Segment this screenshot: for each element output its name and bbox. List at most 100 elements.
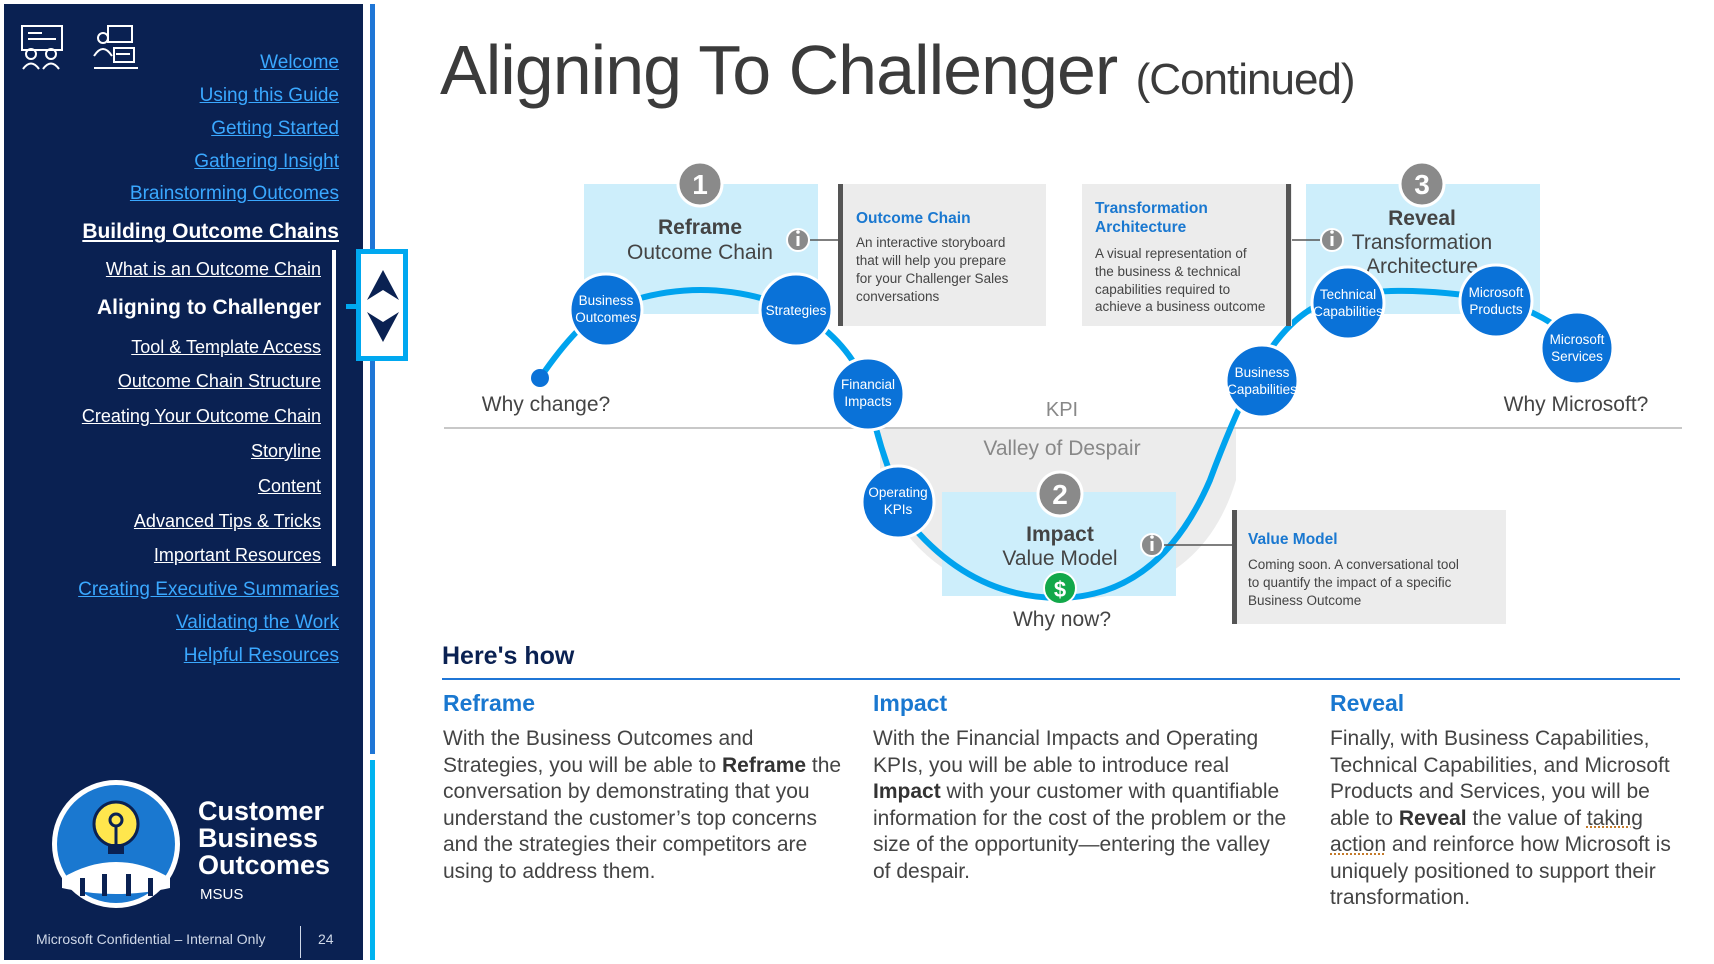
node-technical-capabilities[interactable]: Technical Capabilities (1310, 265, 1386, 341)
info-icon[interactable] (1320, 228, 1344, 252)
svg-text:A visual representation of: A visual representation of (1095, 246, 1247, 261)
presenter-icon[interactable] (92, 24, 140, 72)
svg-text:Strategies: Strategies (766, 303, 827, 318)
svg-text:$: $ (1054, 577, 1066, 602)
reveal-heading: Reveal (1330, 690, 1405, 716)
node-operating-kpis[interactable]: Operating KPIs (860, 464, 936, 540)
svg-text:KPIs: KPIs (884, 502, 913, 517)
nav-gathering-insight[interactable]: Gathering Insight (194, 151, 339, 172)
stage-1-badge (676, 160, 724, 208)
nav-tool-template-access[interactable]: Tool & Template Access (131, 337, 321, 357)
svg-text:conversations: conversations (856, 289, 940, 304)
challenger-diagram: 1 2 3 Reframe Outcome Chain Impact Value… (444, 160, 1682, 631)
outcome-chain-info-box: Outcome Chain An interactive storyboard … (838, 184, 1046, 326)
valley-label: Valley of Despair (983, 437, 1140, 460)
stage-impact-title: Impact (1026, 523, 1094, 546)
svg-text:Business: Business (579, 293, 634, 308)
reframe-body: With the Business Outcomes and Strategie… (443, 727, 842, 883)
svg-text:the business & technical: the business & technical (1095, 264, 1241, 279)
info-icon[interactable] (786, 228, 810, 252)
svg-text:that will help you prepare: that will help you prepare (856, 253, 1006, 268)
logo-subtitle: MSUS (200, 886, 244, 903)
nav-helpful-resources[interactable]: Helpful Resources (183, 645, 339, 666)
sidebar: Welcome Using this Guide Getting Started… (4, 4, 363, 960)
nav-building-outcome-chains[interactable]: Building Outcome Chains (82, 220, 339, 243)
svg-text:Outcomes: Outcomes (575, 310, 637, 325)
svg-text:capabilities required to: capabilities required to (1095, 282, 1230, 297)
page-nav-arrows (356, 249, 408, 361)
heres-how-rule (442, 678, 1680, 680)
nav-creating-executive-summaries[interactable]: Creating Executive Summaries (78, 579, 339, 600)
impact-body: With the Financial Impacts and Operating… (873, 727, 1287, 883)
transformation-architecture-info-box: Transformation Architecture A visual rep… (1082, 184, 1292, 326)
value-model-info-box: Value Model Coming soon. A conversationa… (1232, 510, 1506, 624)
kpi-label: KPI (1046, 399, 1078, 421)
svg-text:Financial: Financial (841, 377, 895, 392)
stage-1-number: 1 (692, 169, 708, 200)
stage-impact-subtitle: Value Model (1002, 547, 1117, 570)
impact-heading: Impact (873, 690, 948, 716)
svg-text:Business: Business (1235, 365, 1290, 380)
title-suffix: (Continued) (1135, 55, 1356, 104)
svg-text:Coming soon. A conversational: Coming soon. A conversational tool (1248, 557, 1459, 572)
nav-creating-outcome-chain[interactable]: Creating Your Outcome Chain (81, 406, 321, 426)
curve-start-dot (531, 369, 549, 387)
reveal-body: Finally, with Business Capabilities, Tec… (1330, 727, 1671, 909)
node-microsoft-products[interactable]: Microsoft Products (1458, 263, 1534, 339)
svg-text:Microsoft: Microsoft (1469, 285, 1524, 300)
meeting-icon[interactable] (20, 24, 64, 70)
stage-reveal-subtitle-2: Architecture (1366, 255, 1478, 278)
why-change-label: Why change? (482, 393, 610, 416)
nav-important-resources[interactable]: Important Resources (153, 545, 321, 565)
nav-connector (346, 304, 358, 309)
stage-2-number: 2 (1052, 479, 1068, 510)
stage-reframe-subtitle: Outcome Chain (627, 241, 773, 264)
chevron-down-icon[interactable] (367, 310, 399, 350)
subnav-indicator (332, 250, 336, 566)
nav-advanced-tips[interactable]: Advanced Tips & Tricks (133, 511, 321, 531)
node-financial-impacts[interactable]: Financial Impacts (830, 356, 906, 432)
svg-text:Capabilities: Capabilities (1227, 382, 1297, 397)
stage-reveal-subtitle-1: Transformation (1352, 231, 1492, 254)
nav-content[interactable]: Content (257, 476, 321, 496)
nav-what-is-outcome-chain[interactable]: What is an Outcome Chain (105, 259, 321, 279)
nav-storyline[interactable]: Storyline (250, 441, 321, 461)
svg-text:Value Model: Value Model (1248, 531, 1338, 548)
svg-text:Operating: Operating (868, 485, 927, 500)
svg-text:Transformation: Transformation (1095, 200, 1208, 217)
svg-text:An interactive storyboard: An interactive storyboard (856, 235, 1005, 250)
nav-validating-the-work[interactable]: Validating the Work (176, 612, 339, 633)
footer-divider (300, 926, 301, 958)
node-business-capabilities[interactable]: Business Capabilities (1224, 343, 1300, 419)
node-microsoft-services[interactable]: Microsoft Services (1539, 310, 1615, 386)
nav-getting-started[interactable]: Getting Started (211, 118, 339, 139)
title-main: Aligning To Challenger (440, 31, 1118, 109)
nav-brainstorming-outcomes[interactable]: Brainstorming Outcomes (129, 183, 339, 204)
stage-2-badge (1036, 470, 1084, 518)
nav-outcome-chain-structure[interactable]: Outcome Chain Structure (117, 371, 321, 391)
nav-using-this-guide[interactable]: Using this Guide (199, 85, 339, 106)
node-business-outcomes[interactable]: Business Outcomes (568, 272, 644, 348)
chevron-up-icon[interactable] (367, 262, 399, 302)
svg-text:achieve a business outcome: achieve a business outcome (1095, 299, 1265, 314)
stage-3-number: 3 (1414, 169, 1430, 200)
why-now-label: Why now? (1013, 608, 1111, 631)
heres-how-heading: Here's how (442, 642, 575, 670)
nav-welcome[interactable]: Welcome (260, 52, 339, 73)
divider-line-top (370, 4, 375, 754)
svg-text:Business Outcome: Business Outcome (1248, 593, 1361, 608)
svg-text:Impacts: Impacts (844, 394, 892, 409)
info-icon[interactable] (1140, 533, 1164, 557)
reframe-heading: Reframe (443, 690, 536, 716)
nav-aligning-to-challenger: Aligning to Challenger (97, 296, 321, 319)
dollar-icon: $ (1043, 571, 1077, 605)
node-strategies[interactable]: Strategies (758, 272, 834, 348)
svg-text:Capabilities: Capabilities (1313, 304, 1383, 319)
svg-text:Services: Services (1551, 349, 1603, 364)
page-title: Aligning To Challenger (Continued) (440, 30, 1356, 110)
svg-text:Architecture: Architecture (1095, 219, 1187, 236)
logo-title: Customer Business Outcomes (198, 796, 331, 880)
svg-text:Technical: Technical (1320, 287, 1376, 302)
why-microsoft-label: Why Microsoft? (1504, 393, 1649, 416)
stage-reframe-title: Reframe (658, 216, 742, 239)
